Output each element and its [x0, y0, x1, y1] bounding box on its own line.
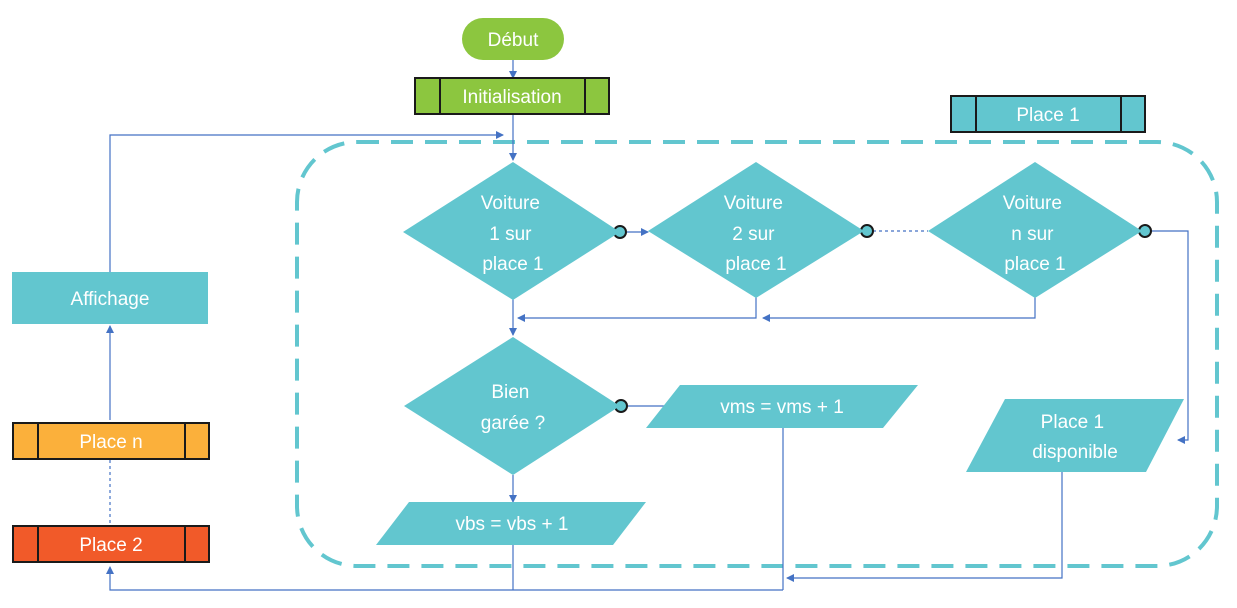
place-n-label: Place n	[79, 432, 142, 453]
decision-voiture-2-label: Voiture 2 sur place 1	[724, 193, 788, 275]
decision-voiture-2	[648, 162, 864, 298]
arrow-voituren-merge	[762, 297, 1036, 322]
connectors	[106, 60, 1189, 591]
process-vbs-label: vbs = vbs + 1	[455, 514, 568, 535]
decision-voiture-1-label: Voiture 1 sur place 1	[481, 193, 545, 275]
arrow-dispo-merge	[786, 472, 1063, 582]
decision-voiture-n	[928, 162, 1142, 298]
affichage-label: Affichage	[71, 289, 150, 310]
place-n-node	[12, 422, 210, 460]
start-label: Début	[488, 30, 539, 51]
arrow-affichage-loop	[109, 131, 504, 272]
place1-header-label: Place 1	[1016, 105, 1079, 126]
decision-voiture-1	[403, 162, 620, 300]
decision-voiture-n-label: Voiture n sur place 1	[1003, 193, 1067, 275]
place1-header-node	[950, 95, 1146, 133]
output-place1-disponible-label: Place 1 disponible	[1032, 412, 1118, 463]
initialisation-node	[414, 77, 610, 115]
process-vms-label: vms = vms + 1	[720, 397, 844, 418]
decision-bien-garee	[404, 337, 620, 475]
start-node	[462, 18, 564, 60]
arrow-voiture2-merge	[517, 297, 757, 322]
decision-bien-garee-label: Bien garée ?	[481, 382, 545, 434]
output-place1-disponible	[966, 399, 1184, 472]
place-2-label: Place 2	[79, 535, 142, 556]
arrow-voituren-dispo	[1145, 230, 1189, 444]
arrow-bottom-place2	[106, 566, 783, 591]
place-2-node	[12, 525, 210, 563]
affichage-node	[12, 272, 208, 324]
initialisation-label: Initialisation	[462, 87, 561, 108]
process-vms	[646, 385, 918, 428]
process-vbs	[376, 502, 646, 545]
